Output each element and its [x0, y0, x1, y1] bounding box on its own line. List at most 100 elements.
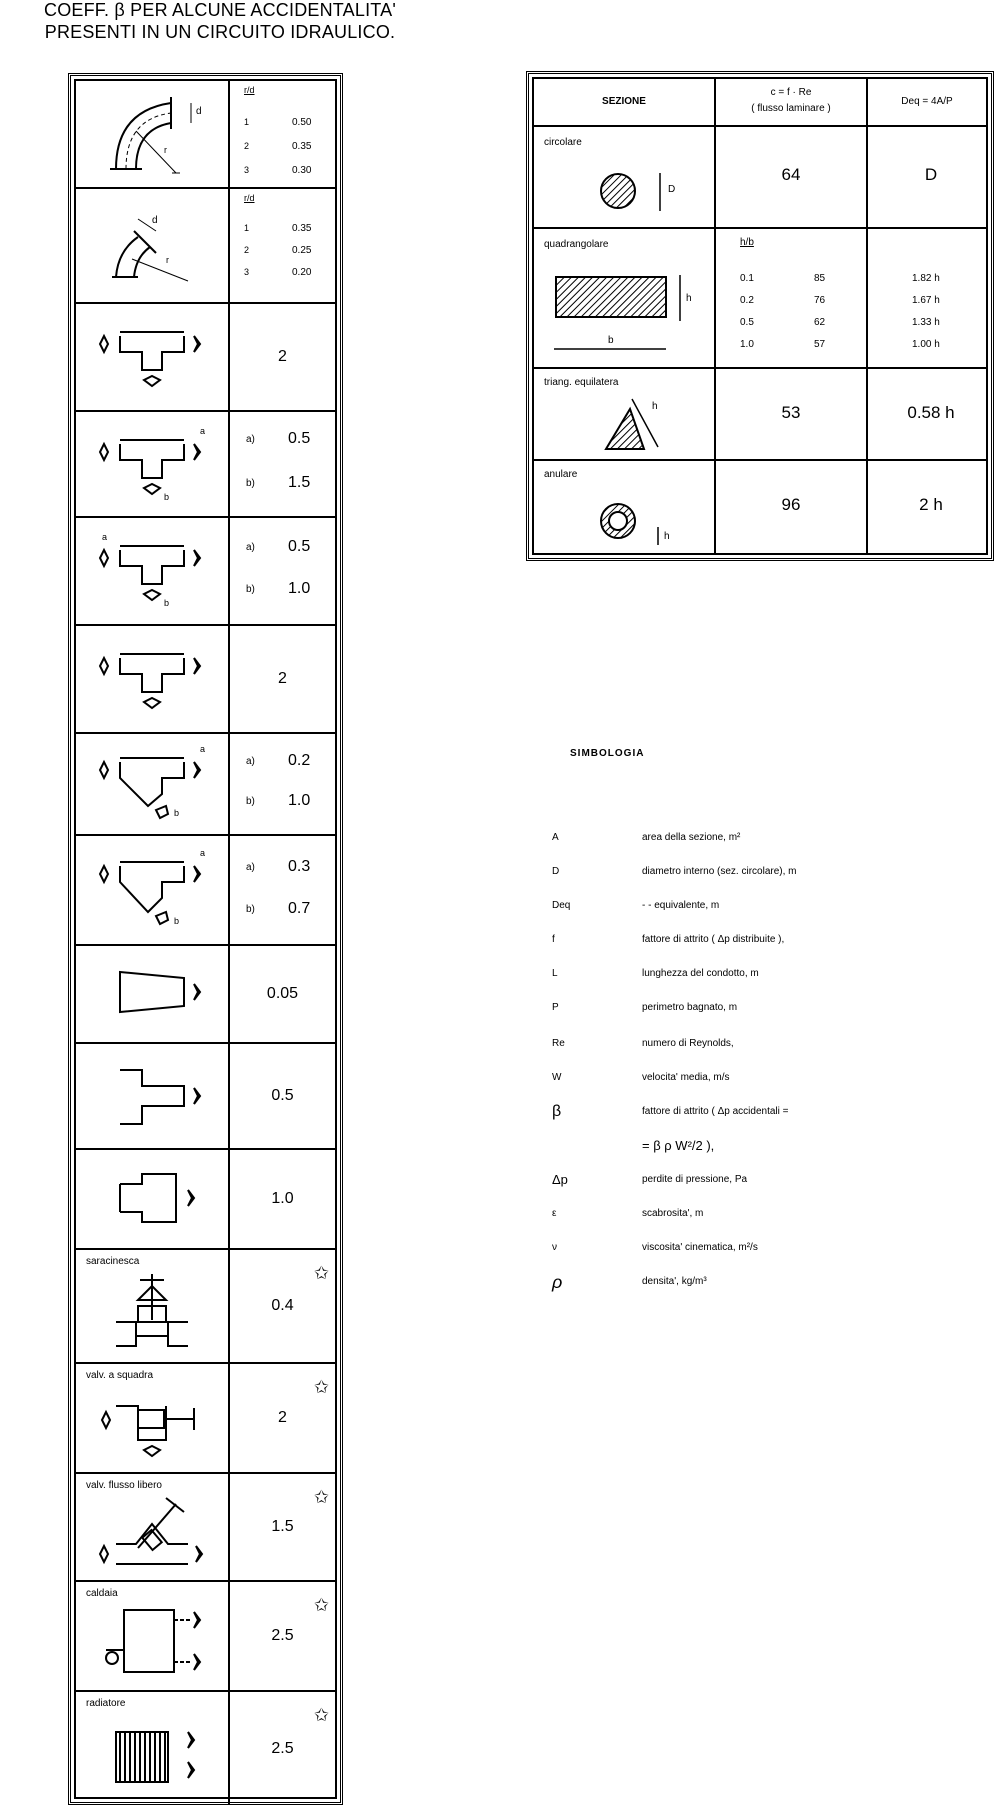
beta-value: 1.0	[288, 580, 311, 597]
legend-symbol: Deq	[552, 900, 571, 911]
row-tee-4: 2	[76, 626, 335, 734]
tee-4-values: 2	[230, 626, 335, 732]
contraction-2-values: 1.0	[230, 1150, 335, 1248]
beta-coefficient-table: d r r/d 1 0.50 2 0.35 3 0.30 d r	[68, 73, 343, 1805]
triangolare-c-value: 53	[781, 403, 801, 422]
circle-section-icon	[600, 173, 661, 211]
section-quadrangolare-label: quadrangolare	[544, 239, 609, 250]
c-value: 62	[814, 317, 826, 328]
row-radiator: radiatore ✩ 2.5	[76, 1692, 335, 1805]
beta-value: 0.05	[266, 985, 299, 1002]
header-c-line2: ( flusso laminare )	[751, 103, 831, 114]
beta-value: 0.2	[288, 752, 311, 769]
dim-label-d: D	[668, 184, 676, 195]
legend-symbol: D	[552, 866, 560, 877]
boiler-values: ✩ 2.5	[230, 1582, 335, 1690]
row-tee-2: a b a) 0.5 b) 1.5	[76, 412, 335, 518]
circolare-deq-value: D	[924, 165, 938, 184]
tee-1-symbol	[76, 304, 230, 410]
beta-value: 0.25	[292, 245, 312, 256]
tee-2-symbol: a b	[76, 412, 230, 516]
beta-value: 0.35	[292, 223, 312, 234]
wye-1-symbol: a b	[76, 734, 230, 834]
beta-value: 1.0	[288, 792, 311, 809]
row-contraction-1: 0.5	[76, 1044, 335, 1150]
legend-symbol: Re	[552, 1038, 565, 1049]
letter-r: r	[166, 255, 169, 265]
beta-value: 2	[278, 1409, 287, 1426]
section-triangolare-label: triang. equilatera	[544, 377, 619, 388]
boiler-symbol: caldaia	[76, 1582, 230, 1690]
hb-value: 1.0	[740, 339, 754, 350]
elbow-90-icon	[110, 97, 192, 174]
angle-valve-label: valv. a squadra	[86, 1370, 154, 1381]
header-sezione: SEZIONE	[602, 96, 646, 107]
case-b-label: b)	[246, 796, 255, 807]
tee-3-values: a) 0.5 b) 1.0	[230, 518, 335, 624]
letter-b: b	[164, 598, 170, 608]
header-c-line1: c = f · Re	[770, 87, 812, 98]
tee-icon	[98, 331, 202, 388]
angle-valve-values: ✩ 2	[230, 1364, 335, 1472]
beta-value: 0.20	[292, 267, 312, 278]
legend-description: fattore di attrito ( Δp accidentali =	[642, 1106, 789, 1117]
legend-symbol: f	[552, 934, 555, 945]
row-divider	[534, 125, 986, 127]
beta-value: 2.5	[271, 1739, 294, 1757]
free-flow-valve-label: valv. flusso libero	[86, 1480, 162, 1491]
radiator-values: ✩ 2.5	[230, 1692, 335, 1805]
gate-valve-symbol: saracinesca	[76, 1250, 230, 1362]
beta-value: 0.5	[288, 538, 311, 555]
legend-description: perdite di pressione, Pa	[642, 1174, 748, 1185]
beta-value: 2	[278, 670, 287, 687]
legend-description: velocita' media, m/s	[642, 1072, 730, 1083]
beta-value: 0.30	[292, 165, 312, 176]
legend-description: lunghezza del condotto, m	[642, 968, 759, 979]
row-angle-valve: valv. a squadra ✩ 2	[76, 1364, 335, 1474]
legend-description: densita', kg/m³	[642, 1276, 707, 1287]
wye-2-symbol: a b	[76, 836, 230, 944]
hb-value: 0.2	[740, 295, 754, 306]
beta-value: 0.4	[271, 1297, 294, 1314]
angle-valve-symbol: valv. a squadra	[76, 1364, 230, 1472]
letter-b: b	[174, 916, 180, 926]
free-flow-valve-symbol: valv. flusso libero	[76, 1474, 230, 1580]
letter-a: a	[200, 426, 206, 436]
case-b-label: b)	[246, 584, 255, 595]
wye-icon	[98, 757, 202, 820]
legend-description: - - equivalente, m	[642, 900, 720, 911]
legend-symbol: A	[552, 832, 559, 843]
letter-a: a	[200, 848, 206, 858]
row-free-flow-valve: valv. flusso libero ✩ 1.5	[76, 1474, 335, 1582]
rd-value: 3	[244, 165, 250, 175]
tee-1-values: 2	[230, 304, 335, 410]
anulare-c-value: 96	[781, 495, 801, 514]
star-icon: ✩	[313, 1487, 329, 1507]
gate-valve-label: saracinesca	[86, 1256, 140, 1267]
legend-symbol: ρ	[552, 1272, 563, 1292]
title-line-1: COEFF. β PER ALCUNE ACCIDENTALITA'	[44, 0, 396, 20]
legend-symbol: β	[552, 1103, 562, 1120]
star-icon: ✩	[313, 1377, 329, 1397]
tee-4-symbol	[76, 626, 230, 732]
row-tee-3: a b a) 0.5 b) 1.0	[76, 518, 335, 626]
angle-valve-icon	[100, 1405, 195, 1458]
beta-value: 0.7	[288, 900, 311, 917]
beta-value: 2.5	[271, 1627, 294, 1644]
deq-value: 1.67 h	[912, 295, 940, 306]
letter-d: d	[152, 215, 158, 226]
tee-icon	[98, 653, 202, 710]
legend-description: viscosita' cinematica, m²/s	[642, 1242, 758, 1253]
triangolare-deq-value: 0.58 h	[907, 403, 955, 422]
wye-2-values: a) 0.3 b) 0.7	[230, 836, 335, 944]
deq-value: 1.33 h	[912, 317, 940, 328]
contraction-2-symbol	[76, 1150, 230, 1248]
legend-symbol: P	[552, 1002, 559, 1013]
column-divider	[714, 79, 716, 553]
row-divider	[534, 459, 986, 461]
beta-value: 1.0	[271, 1190, 294, 1207]
letter-a: a	[102, 532, 108, 542]
tee-icon	[98, 439, 202, 496]
contraction-icon	[119, 1173, 196, 1223]
star-icon: ✩	[313, 1263, 329, 1283]
